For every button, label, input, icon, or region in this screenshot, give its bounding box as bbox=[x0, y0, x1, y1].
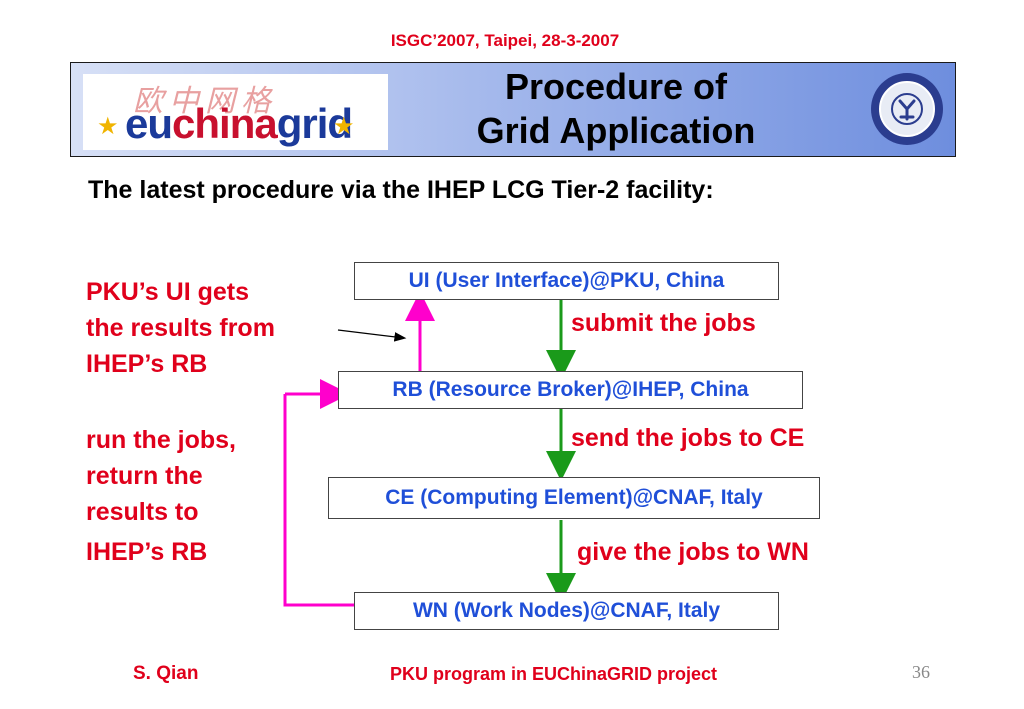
note-run-jobs: run the jobs, return the results to IHEP… bbox=[86, 422, 236, 570]
note-pku-results: PKU’s UI gets the results from IHEP’s RB bbox=[86, 274, 275, 382]
title-banner: 欧中网格 ★ euchinagrid ★ Procedure of Grid A… bbox=[70, 62, 956, 157]
seal-figure-icon bbox=[891, 93, 923, 125]
title-line1: Procedure of bbox=[504, 66, 728, 107]
note-line: the results from bbox=[86, 314, 275, 342]
note-line: IHEP’s RB bbox=[86, 538, 208, 566]
node-ui: UI (User Interface)@PKU, China bbox=[354, 262, 779, 300]
logo-mid: china bbox=[172, 100, 278, 147]
title-line2: Grid Application bbox=[476, 110, 756, 151]
university-seal-icon bbox=[871, 73, 943, 145]
logo-left: eu bbox=[125, 100, 173, 147]
subtitle: The latest procedure via the IHEP LCG Ti… bbox=[88, 176, 714, 204]
step-submit: submit the jobs bbox=[571, 309, 756, 337]
logo-wordmark: euchinagrid bbox=[125, 100, 353, 148]
node-rb: RB (Resource Broker)@IHEP, China bbox=[338, 371, 803, 409]
arrow-wn-to-rb bbox=[283, 394, 355, 607]
star-icon: ★ bbox=[333, 113, 355, 140]
star-icon: ★ bbox=[97, 113, 119, 140]
logo-chinese-text: 欧中网格 bbox=[133, 84, 277, 119]
logo-right: grid bbox=[276, 100, 353, 147]
node-ce: CE (Computing Element)@CNAF, Italy bbox=[328, 477, 820, 519]
step-give: give the jobs to WN bbox=[577, 538, 809, 566]
euchinagrid-logo: 欧中网格 ★ euchinagrid ★ bbox=[83, 74, 388, 150]
note-line: IHEP’s RB bbox=[86, 350, 208, 378]
conference-header: ISGC’2007, Taipei, 28-3-2007 bbox=[390, 31, 620, 50]
step-send: send the jobs to CE bbox=[571, 424, 805, 452]
note-line: results to bbox=[86, 498, 199, 526]
footer-author: S. Qian bbox=[133, 663, 199, 684]
pointer-to-rb-arrow bbox=[337, 329, 407, 342]
node-wn: WN (Work Nodes)@CNAF, Italy bbox=[354, 592, 779, 630]
seal-emblem-icon bbox=[879, 81, 935, 137]
page-number: 36 bbox=[912, 662, 930, 682]
note-line: PKU’s UI gets bbox=[86, 278, 250, 306]
note-line: run the jobs, bbox=[86, 426, 236, 454]
footer-program: PKU program in EUChinaGRID project bbox=[390, 664, 718, 684]
page-title: Procedure of Grid Application bbox=[406, 65, 826, 153]
note-line: return the bbox=[86, 462, 203, 490]
